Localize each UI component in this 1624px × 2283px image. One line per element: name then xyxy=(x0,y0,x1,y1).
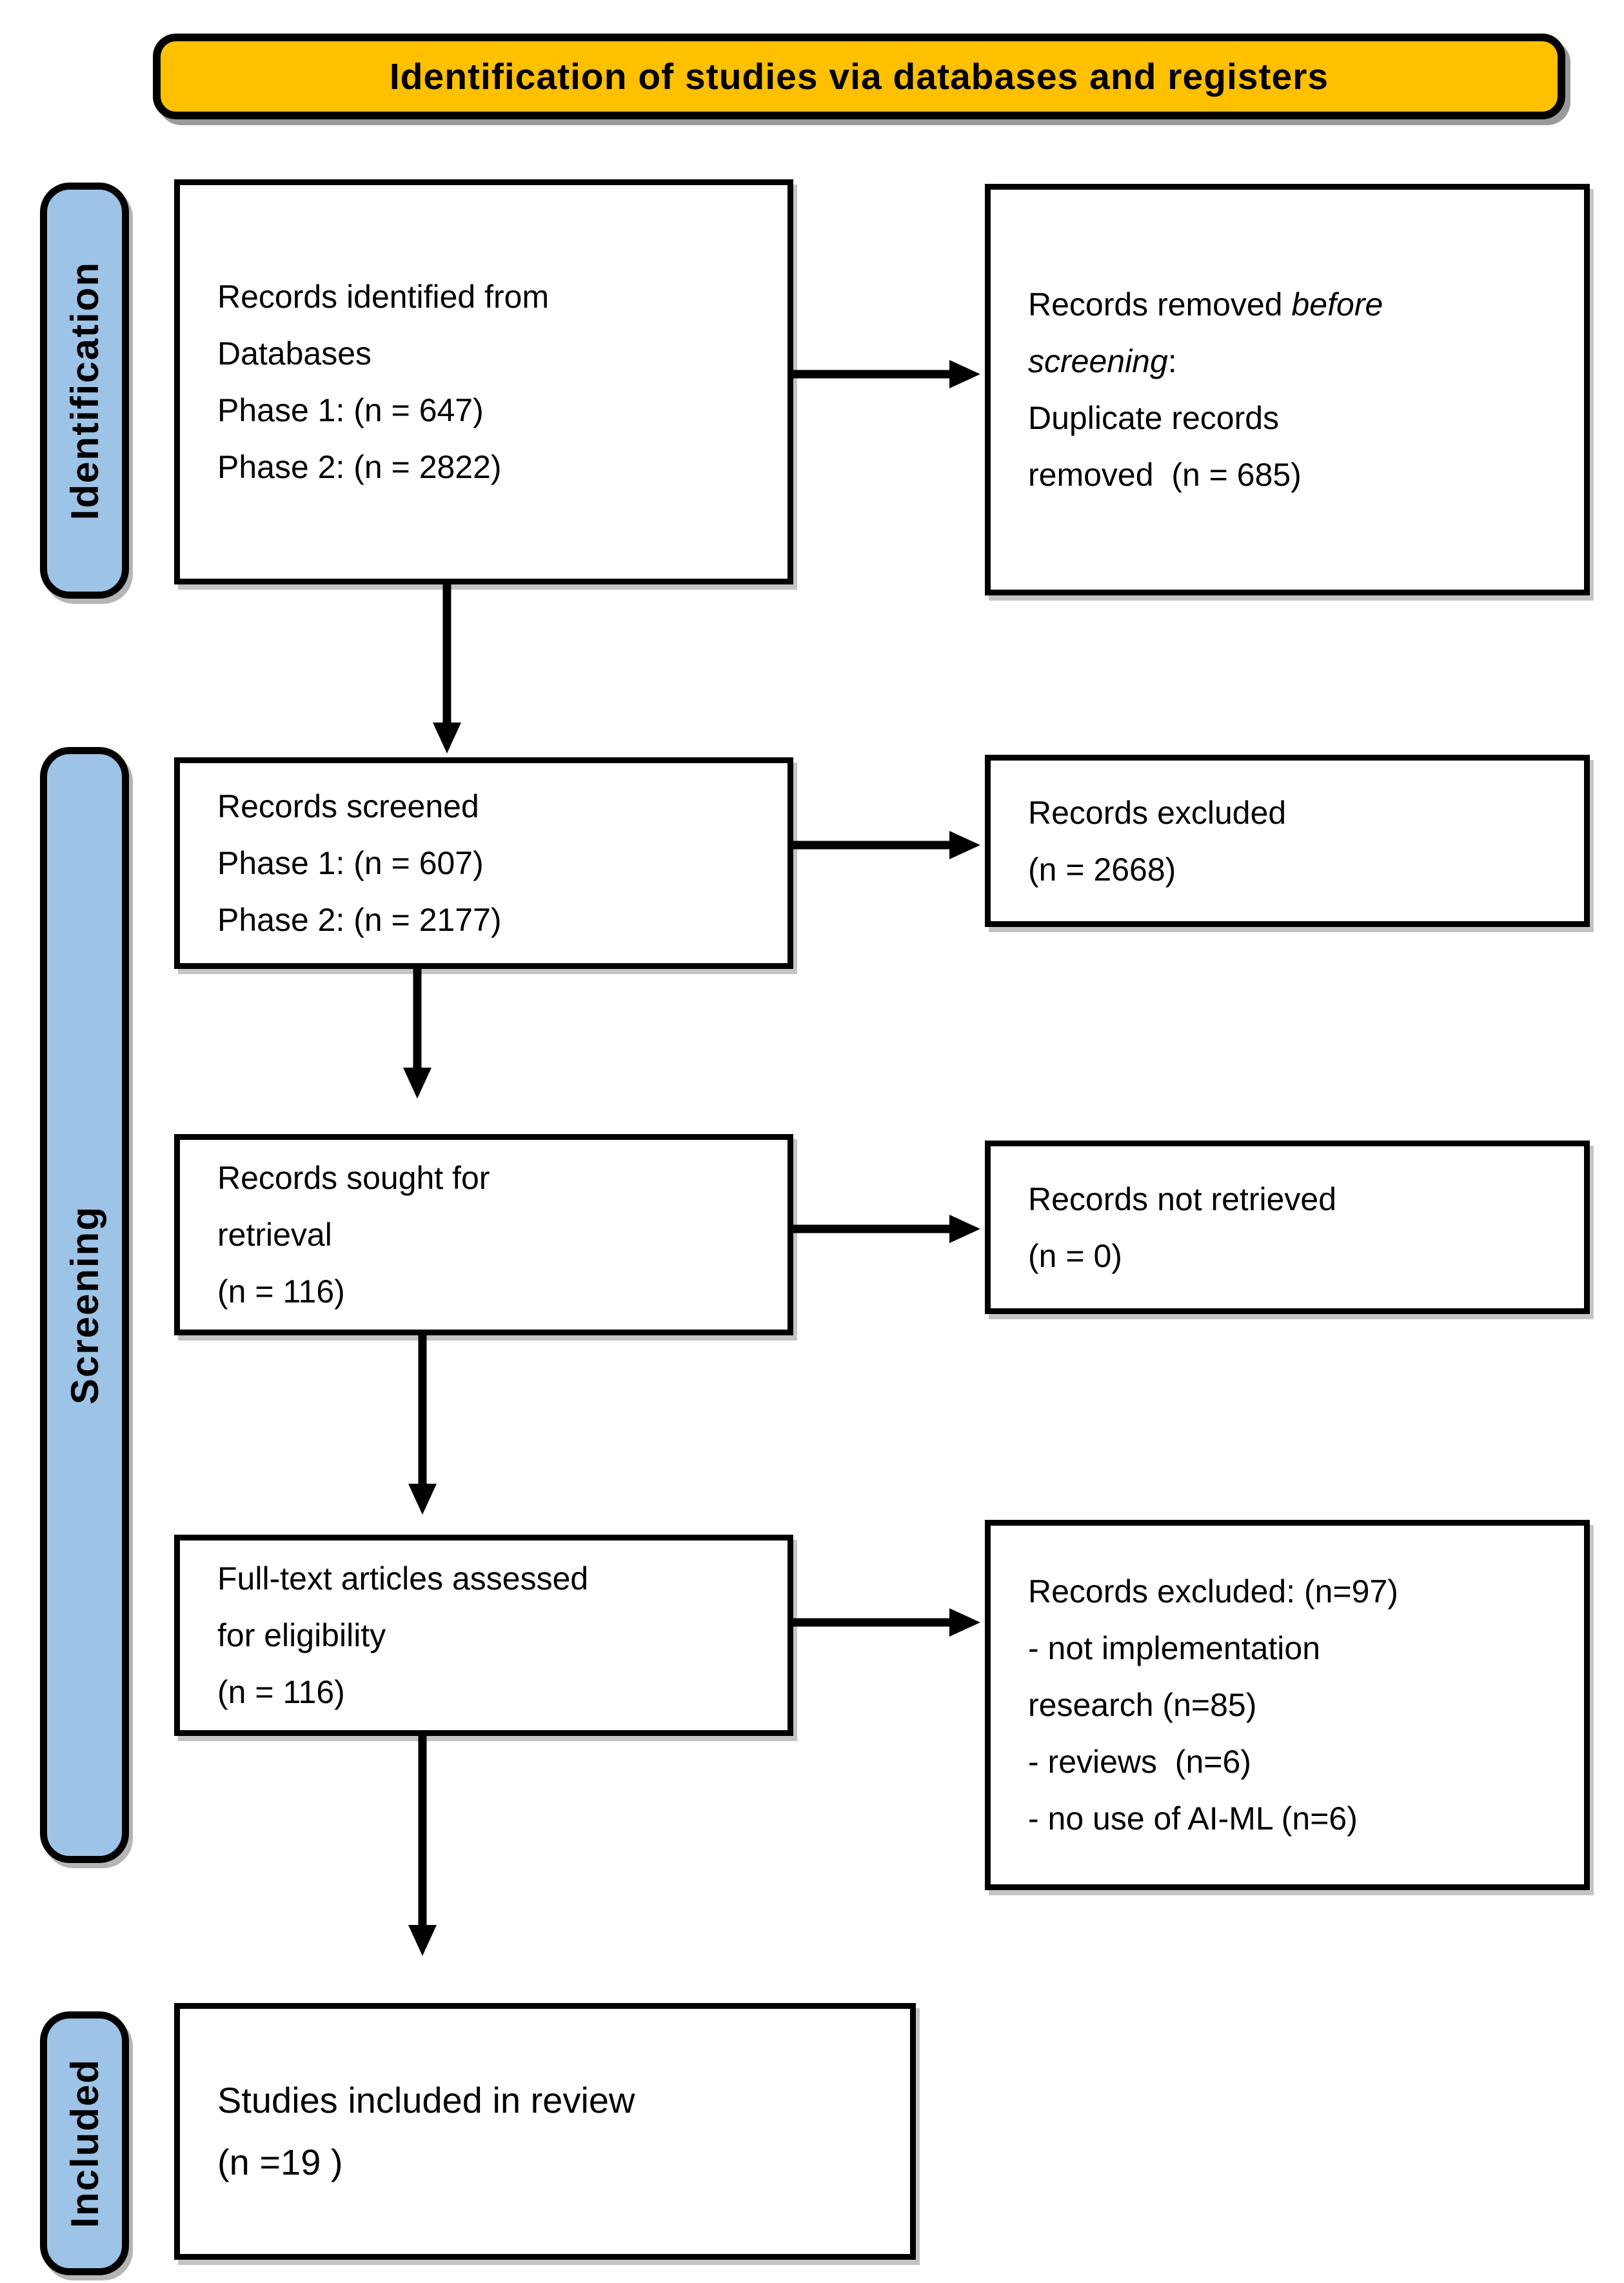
diagram-title-banner: Identification of studies via databases … xyxy=(153,34,1565,119)
box-records-not-retrieved: Records not retrieved(n = 0) xyxy=(985,1141,1590,1314)
stage-label-identification: Identification xyxy=(40,183,129,599)
arrow-identified-to-removed xyxy=(793,360,980,388)
arrow-fulltext-to-excluded-reasons xyxy=(793,1608,980,1637)
box-records-not-retrieved-text: Records not retrieved(n = 0) xyxy=(1028,1181,1337,1274)
arrow-screened-to-excluded xyxy=(793,831,980,859)
box-records-excluded-text: Records excluded(n = 2668) xyxy=(1028,794,1287,888)
arrow-sought-to-not-retrieved xyxy=(793,1215,980,1243)
stage-label-screening-text: Screening xyxy=(63,1205,106,1405)
box-records-excluded: Records excluded(n = 2668) xyxy=(985,755,1590,927)
stage-label-identification-text: Identification xyxy=(63,261,106,521)
arrow-screened-to-sought xyxy=(403,969,431,1099)
diagram-title: Identification of studies via databases … xyxy=(389,55,1329,97)
stage-label-screening: Screening xyxy=(40,747,129,1863)
arrow-sought-to-fulltext xyxy=(408,1335,437,1515)
arrow-identified-to-screened xyxy=(433,584,461,753)
arrow-fulltext-to-included xyxy=(408,1736,437,1956)
stage-label-included-text: Included xyxy=(63,2059,106,2228)
box-fulltext-excluded-reasons-text: Records excluded: (n=97)- not implementa… xyxy=(1028,1573,1398,1837)
box-studies-included-text: Studies included in review(n =19 ) xyxy=(217,2080,635,2182)
box-studies-included: Studies included in review(n =19 ) xyxy=(174,2003,916,2260)
stage-label-included: Included xyxy=(40,2011,129,2275)
box-fulltext-excluded-reasons: Records excluded: (n=97)- not implementa… xyxy=(985,1520,1590,1890)
